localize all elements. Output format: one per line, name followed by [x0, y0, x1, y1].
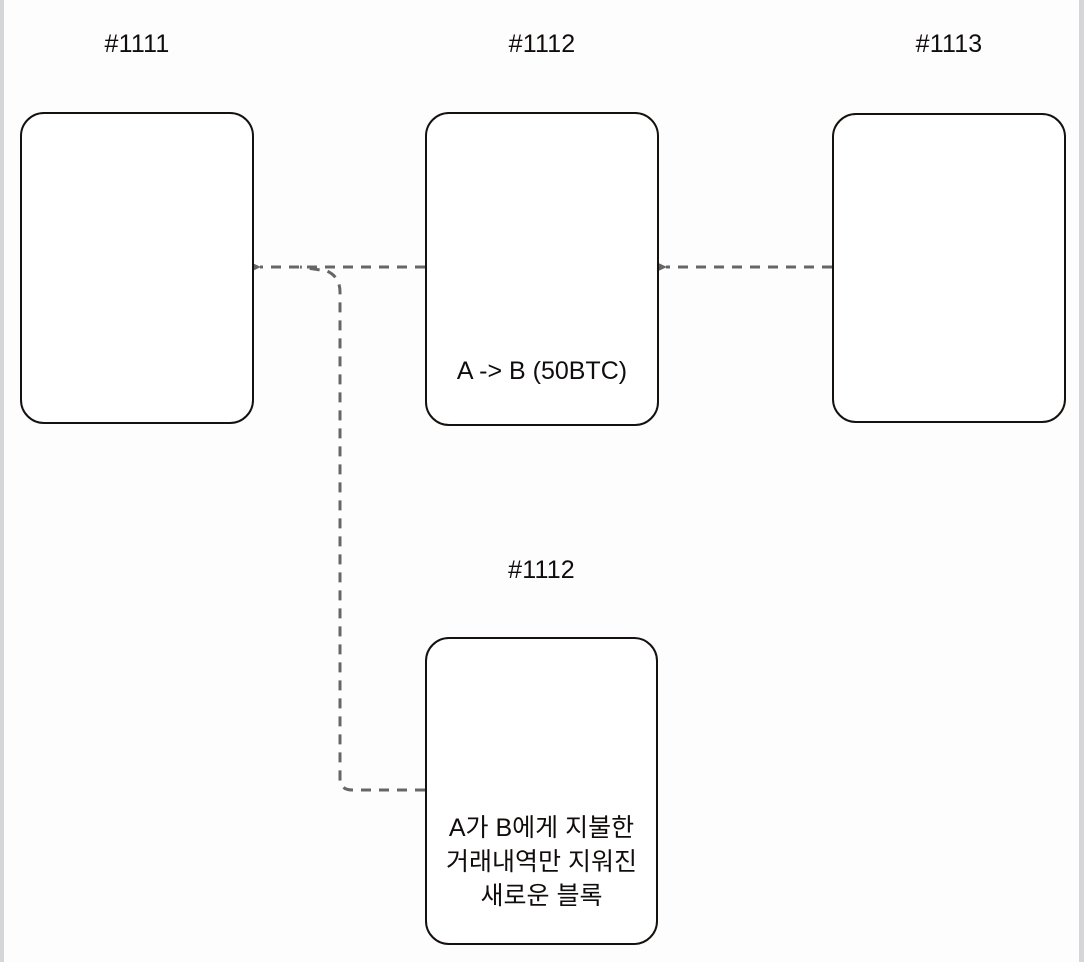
right-edge-strip [1079, 0, 1084, 962]
block-label-1111: #1111 [104, 30, 170, 58]
left-edge-strip [0, 0, 4, 962]
block-1111[interactable] [20, 112, 254, 424]
block-1113[interactable] [832, 113, 1066, 423]
block-label-1113: #1113 [915, 30, 983, 58]
block-label-1112-fork: #1112 [508, 556, 575, 584]
block-body-1112-main: A -> B (50BTC) [456, 357, 628, 385]
block-1112-fork[interactable]: A가 B에게 지불한 거래내역만 지워진 새로운 블록 [425, 637, 658, 945]
block-body-1112-fork: A가 B에게 지불한 거래내역만 지워진 새로운 블록 [446, 814, 637, 910]
block-1112-main[interactable]: A -> B (50BTC) [425, 112, 659, 426]
link-fork-to-1111 [299, 265, 425, 792]
block-label-1112-main: #1112 [508, 30, 576, 58]
